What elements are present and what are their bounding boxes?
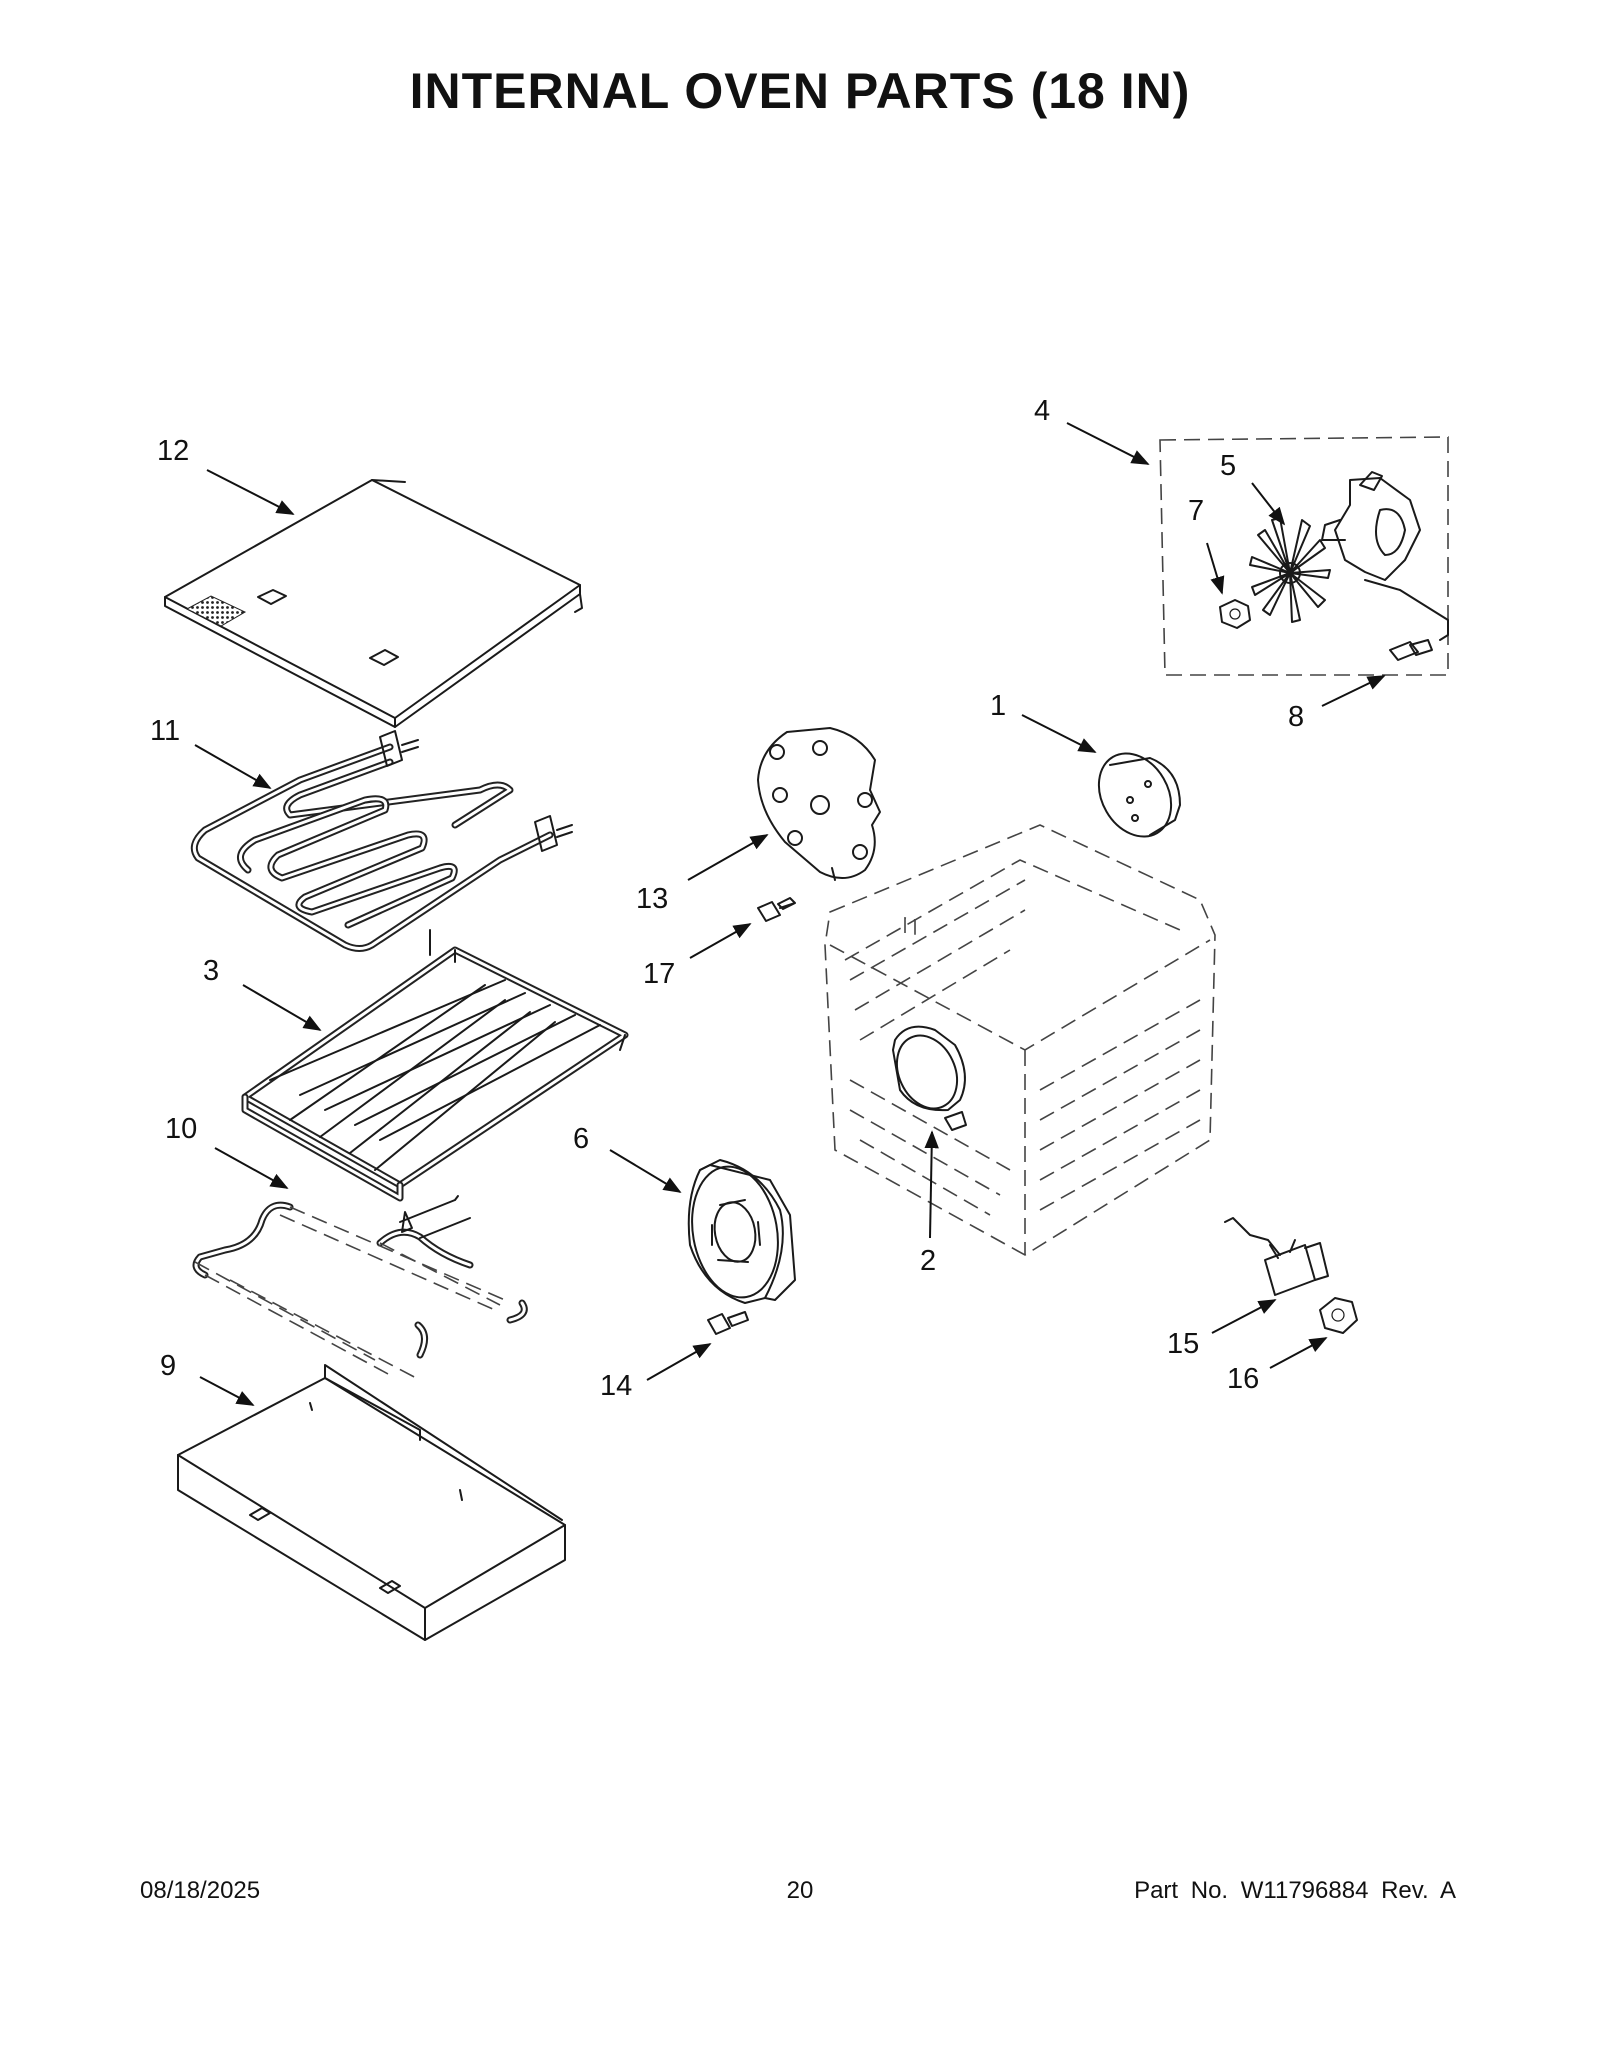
callout-5: 5 — [1220, 450, 1236, 482]
callout-8: 8 — [1288, 701, 1304, 733]
part-6-fan-cover — [687, 1159, 796, 1304]
callout-labels: 1 2 3 4 5 6 7 8 9 10 11 12 13 14 15 16 1… — [150, 395, 1304, 1402]
part-17-screw — [757, 897, 796, 922]
callout-17: 17 — [643, 958, 675, 990]
callout-11: 11 — [150, 715, 180, 747]
part-13-baffle-plate — [757, 727, 881, 881]
part-2-oven-cavity — [824, 824, 1216, 1256]
part-10-bake-element — [192, 1195, 528, 1381]
part-8-screw — [1389, 639, 1433, 661]
callout-2: 2 — [920, 1245, 936, 1277]
footer-part-number: Part No. W11796884 Rev. A — [1134, 1877, 1456, 1904]
part-16-nut — [1319, 1297, 1358, 1334]
part-3-oven-rack — [241, 946, 629, 1202]
footer-date: 08/18/2025 — [140, 1877, 261, 1904]
part-11-broil-element — [190, 730, 573, 956]
part-4-convection-assembly — [1159, 436, 1449, 676]
callout-12: 12 — [157, 435, 189, 467]
leader-lines — [194, 422, 1386, 1406]
part-5-fan-blade — [1249, 517, 1331, 623]
part-7-nut — [1219, 599, 1251, 629]
callout-6: 6 — [573, 1123, 589, 1155]
callout-3: 3 — [203, 955, 219, 987]
part-9-bottom-panel — [177, 1364, 566, 1641]
callout-15: 15 — [1167, 1328, 1199, 1360]
part-12-top-panel — [164, 479, 583, 728]
page-title: INTERNAL OVEN PARTS (18 IN) — [409, 63, 1191, 119]
callout-16: 16 — [1227, 1363, 1259, 1395]
part-motor — [1321, 471, 1449, 641]
part-14-screw — [707, 1311, 749, 1335]
callout-10: 10 — [165, 1113, 197, 1145]
footer-page-number: 20 — [786, 1877, 814, 1904]
part-1-plug — [1097, 752, 1181, 838]
callout-7: 7 — [1188, 495, 1204, 527]
part-15-sensor — [1224, 1217, 1329, 1296]
callout-4: 4 — [1034, 395, 1050, 427]
callout-9: 9 — [160, 1350, 176, 1382]
callout-1: 1 — [990, 690, 1006, 722]
callout-13: 13 — [636, 883, 668, 915]
callout-14: 14 — [600, 1370, 632, 1402]
